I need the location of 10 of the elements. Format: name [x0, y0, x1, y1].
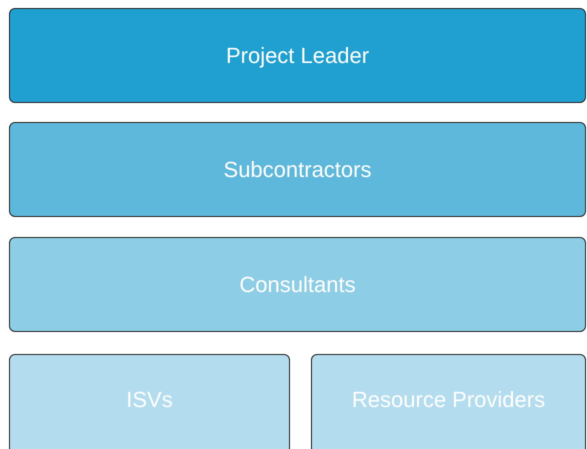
org-level-box — [9, 354, 290, 449]
org-level-box — [9, 237, 586, 332]
org-level-box — [9, 8, 586, 103]
level-label: Resource Providers — [352, 387, 546, 413]
level-label: Consultants — [239, 272, 356, 298]
level-label: Project Leader — [226, 42, 370, 68]
org-level-box — [9, 122, 586, 217]
level-label: ISVs — [126, 387, 173, 413]
level-label: Subcontractors — [224, 156, 372, 182]
org-level-box — [311, 354, 586, 449]
